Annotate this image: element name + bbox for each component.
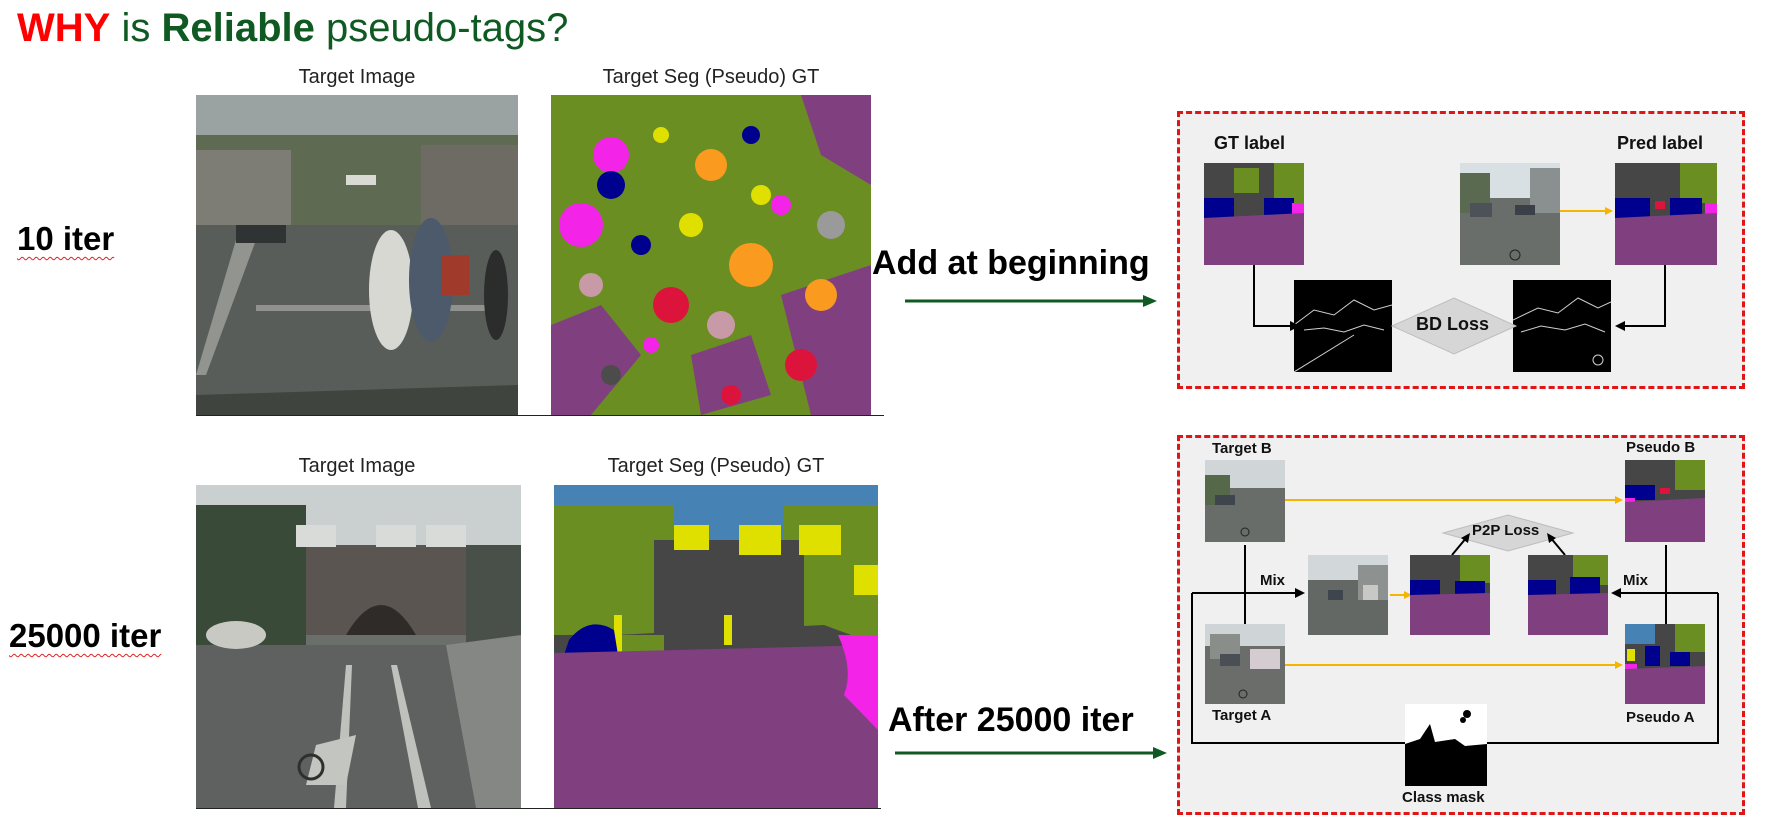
class-mask-thumbnail [1405, 704, 1487, 786]
row1-caption-gt: Target Seg (Pseudo) GT [602, 66, 820, 88]
row1-iter-label: 10 iter [17, 220, 115, 257]
pred-label-thumbnail [1615, 163, 1717, 265]
bd-loss-connectors [1253, 207, 1666, 355]
pseudo-a-thumbnail [1625, 624, 1705, 704]
pred-label-title: Pred label [1617, 133, 1704, 153]
gt-label-thumbnail [1204, 163, 1304, 265]
row2-caption-gt: Target Seg (Pseudo) GT [607, 455, 825, 477]
row2-pseudo-gt-map [554, 485, 878, 808]
mixed-seg-right-thumbnail [1528, 555, 1608, 635]
mix-right-label: Mix [1623, 572, 1649, 589]
row2-caption-image: Target Image [298, 455, 416, 477]
row2-iter-label: 25000 iter [9, 617, 162, 654]
target-b-thumbnail [1205, 460, 1285, 542]
target-a-label: Target A [1212, 707, 1272, 724]
row1-action-label: Add at beginning [872, 244, 1150, 282]
pseudo-b-thumbnail [1625, 460, 1705, 542]
row2-target-image [196, 485, 521, 808]
row1-action-arrow [905, 295, 1157, 307]
row1-target-image [196, 95, 518, 415]
gt-edge-map [1294, 280, 1392, 372]
title-rest: pseudo-tags? [326, 6, 569, 50]
pred-edge-map [1513, 280, 1611, 372]
title-why: WHY [17, 6, 111, 50]
target-a-thumbnail [1205, 624, 1285, 704]
p2p-loss-label: P2P Loss [1472, 522, 1540, 539]
mix-left-label: Mix [1260, 572, 1286, 589]
title-is: is [121, 6, 151, 50]
pseudo-b-label: Pseudo B [1626, 439, 1696, 456]
bd-loss-label: BD Loss [1416, 314, 1490, 334]
slide-title: WHY is Reliable pseudo-tags? [17, 6, 568, 51]
target-b-label: Target B [1212, 440, 1272, 457]
row2-divider [196, 808, 881, 809]
gt-label-title: GT label [1214, 133, 1286, 153]
street-photo-thumbnail [1460, 163, 1560, 265]
mixed-image-thumbnail [1308, 555, 1388, 635]
row1-divider [196, 415, 884, 416]
class-mask-label: Class mask [1402, 789, 1485, 806]
row2-action-label: After 25000 iter [888, 701, 1134, 739]
row1-caption-image: Target Image [298, 66, 416, 88]
title-reliable: Reliable [161, 6, 315, 50]
pseudo-a-label: Pseudo A [1626, 709, 1695, 726]
mixed-seg-left-thumbnail [1410, 555, 1490, 635]
row2-action-arrow [895, 747, 1167, 759]
row1-pseudo-gt-map [551, 95, 871, 415]
